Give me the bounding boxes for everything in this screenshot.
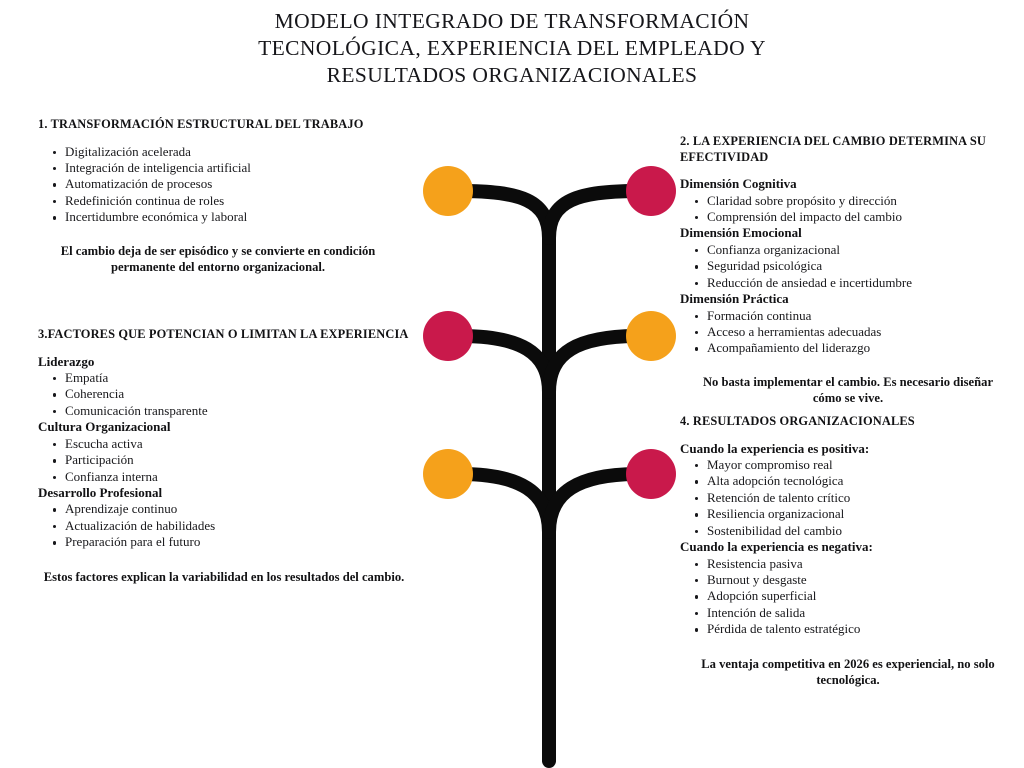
list-item: Coherencia (38, 386, 410, 402)
list-item: Automatización de procesos (38, 176, 398, 192)
list-item: Redefinición continua de roles (38, 193, 398, 209)
branch-row2-right (542, 329, 646, 399)
tree-node-row1-right (626, 166, 676, 216)
list-item: Mayor compromiso real (680, 457, 1016, 473)
list-item: Participación (38, 452, 410, 468)
section-4-group-label-positiva: Cuando la experiencia es positiva: (680, 440, 870, 456)
tree-node-row3-left (423, 449, 473, 499)
section-experiencia-cambio: 2. LA EXPERIENCIA DEL CAMBIO DETERMINA S… (680, 134, 1016, 406)
tree-node-row2-right (626, 311, 676, 361)
branch-row2-left (453, 329, 556, 399)
section-3-callout: Estos factores explican la variabilidad … (43, 569, 405, 584)
list-item: Retención de talento crítico (680, 490, 1016, 506)
section-4-group-list-negativa: Resistencia pasiva Burnout y desgaste Ad… (680, 556, 1016, 638)
section-resultados-organizacionales: 4. RESULTADOS ORGANIZACIONALES Cuando la… (680, 414, 1016, 688)
section-factores-experiencia: 3.FACTORES QUE POTENCIAN O LIMITAN LA EX… (38, 327, 410, 585)
list-item: Acceso a herramientas adecuadas (680, 324, 1016, 340)
tree-node-row1-left (423, 166, 473, 216)
list-item: Formación continua (680, 308, 1016, 324)
section-2-group-list-emocional: Confianza organizacional Seguridad psico… (680, 242, 1016, 291)
list-item: Digitalización acelerada (38, 144, 398, 160)
page-title-line-2: TECNOLÓGICA, EXPERIENCIA DEL EMPLEADO Y (258, 36, 766, 60)
list-item: Incertidumbre económica y laboral (38, 209, 398, 225)
section-3-group-label-cultura: Cultura Organizacional (38, 419, 171, 435)
page-title-line-3: RESULTADOS ORGANIZACIONALES (326, 63, 698, 87)
list-item: Claridad sobre propósito y dirección (680, 193, 1016, 209)
list-item: Integración de inteligencia artificial (38, 160, 398, 176)
section-2-group-list-cognitiva: Claridad sobre propósito y dirección Com… (680, 193, 1016, 226)
branch-row1-right (542, 184, 646, 245)
list-item: Pérdida de talento estratégico (680, 621, 1016, 637)
section-3-group-list-liderazgo: Empatía Coherencia Comunicación transpar… (38, 370, 410, 419)
section-4-group-list-positiva: Mayor compromiso real Alta adopción tecn… (680, 457, 1016, 539)
list-item: Actualización de habilidades (38, 518, 410, 534)
section-2-group-label-emocional: Dimensión Emocional (680, 225, 802, 241)
section-1-callout: El cambio deja de ser episódico y se con… (60, 243, 376, 274)
section-2-group-list-practica: Formación continua Acceso a herramientas… (680, 308, 1016, 357)
list-item: Comunicación transparente (38, 403, 410, 419)
list-item: Resistencia pasiva (680, 556, 1016, 572)
section-4-group-label-negativa: Cuando la experiencia es negativa: (680, 539, 873, 555)
section-2-group-label-practica: Dimensión Práctica (680, 291, 789, 307)
section-3-group-list-desarrollo: Aprendizaje continuo Actualización de ha… (38, 501, 410, 550)
list-item: Escucha activa (38, 436, 410, 452)
list-item: Preparación para el futuro (38, 534, 410, 550)
section-2-callout: No basta implementar el cambio. Es neces… (702, 374, 994, 405)
list-item: Burnout y desgaste (680, 572, 1016, 588)
tree-node-row2-left (423, 311, 473, 361)
branch-row3-right (542, 467, 646, 539)
section-transformacion-estructural: 1. TRANSFORMACIÓN ESTRUCTURAL DEL TRABAJ… (38, 117, 398, 275)
section-2-group-label-cognitiva: Dimensión Cognitiva (680, 176, 797, 191)
tree-node-row3-right (626, 449, 676, 499)
list-item: Acompañamiento del liderazgo (680, 340, 1016, 356)
section-4-heading: 4. RESULTADOS ORGANIZACIONALES (680, 414, 915, 428)
list-item: Sostenibilidad del cambio (680, 523, 1016, 539)
list-item: Confianza interna (38, 469, 410, 485)
page-title-line-1: MODELO INTEGRADO DE TRANSFORMACIÓN (274, 9, 750, 33)
section-3-group-list-cultura: Escucha activa Participación Confianza i… (38, 436, 410, 485)
section-1-heading: 1. TRANSFORMACIÓN ESTRUCTURAL DEL TRABAJ… (38, 117, 364, 131)
branch-row1-left (453, 184, 556, 245)
section-4-callout: La ventaja competitiva en 2026 es experi… (701, 656, 995, 687)
list-item: Adopción superficial (680, 588, 1016, 604)
list-item: Resiliencia organizacional (680, 506, 1016, 522)
section-1-bullet-list: Digitalización acelerada Integración de … (38, 144, 398, 226)
list-item: Seguridad psicológica (680, 258, 1016, 274)
list-item: Confianza organizacional (680, 242, 1016, 258)
page-title: MODELO INTEGRADO DE TRANSFORMACIÓN TECNO… (190, 8, 834, 89)
list-item: Comprensión del impacto del cambio (680, 209, 1016, 225)
list-item: Empatía (38, 370, 410, 386)
section-3-heading: 3.FACTORES QUE POTENCIAN O LIMITAN LA EX… (38, 327, 409, 341)
section-3-group-label-desarrollo: Desarrollo Profesional (38, 484, 163, 500)
list-item: Reducción de ansiedad e incertidumbre (680, 275, 1016, 291)
list-item: Intención de salida (680, 605, 1016, 621)
list-item: Aprendizaje continuo (38, 501, 410, 517)
section-2-heading: 2. LA EXPERIENCIA DEL CAMBIO DETERMINA S… (680, 134, 986, 164)
section-3-group-label-liderazgo: Liderazgo (38, 353, 95, 369)
list-item: Alta adopción tecnológica (680, 473, 1016, 489)
branch-row3-left (453, 467, 556, 539)
